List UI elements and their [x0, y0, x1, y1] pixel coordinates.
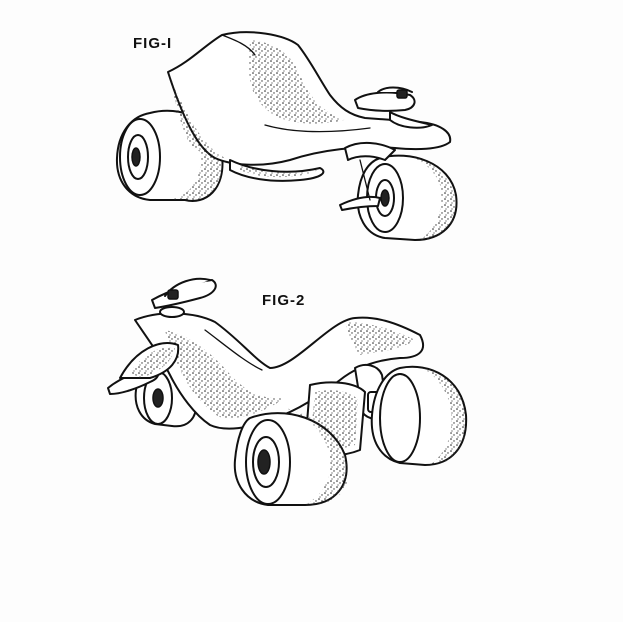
fig2-vehicle-drawing: [107, 277, 468, 506]
fig2-front-wheel: [233, 408, 349, 506]
fig1-body-shell: [167, 31, 452, 166]
fig2-front-fender: [107, 342, 180, 395]
fig1-fork-and-pedal: [339, 142, 396, 211]
fig1-undercarriage: [229, 159, 325, 182]
fig2-body-shell: [134, 312, 425, 430]
fig1-front-wheel: [356, 154, 458, 241]
fig1-handle-grip: [354, 86, 433, 129]
fig2-handle-grip: [151, 277, 217, 318]
figure-2-label: FIG-2: [262, 292, 306, 309]
figure-1-label: FIG-I: [133, 35, 173, 52]
fig1-vehicle-drawing: [115, 31, 458, 241]
fig2-rear-right-wheel: [370, 365, 468, 466]
